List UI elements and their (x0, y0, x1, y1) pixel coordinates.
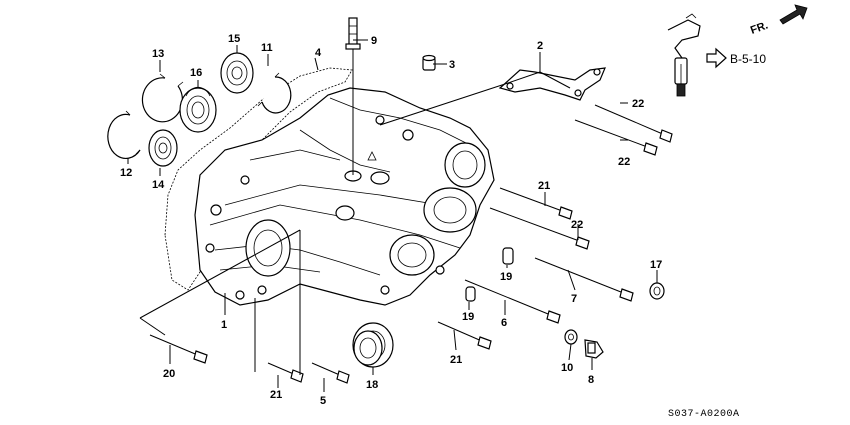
callout-20: 21 (270, 389, 282, 401)
transmission-housing (194, 87, 495, 306)
bolt-22-upper (594, 104, 673, 143)
callout-labels: 9 3 4 2 15 11 13 16 12 14 22 22 21 22 17… (120, 33, 662, 407)
front-marker-label: FR. (749, 19, 770, 36)
callout-18: 18 (366, 379, 378, 391)
dowel-19-lower (465, 286, 476, 302)
callout-10: 10 (561, 362, 573, 374)
callout-17: 17 (650, 259, 662, 271)
leader-lines (127, 39, 658, 392)
bolt-5 (311, 362, 350, 384)
breather-9 (345, 17, 361, 175)
bolt-21-bottom (437, 321, 492, 350)
callout-9: 9 (371, 35, 377, 47)
bolt-22-right (489, 207, 590, 250)
callout-22-middle: 22 (618, 156, 630, 168)
reference-label: B-5-10 (730, 52, 766, 66)
snap-ring-12 (107, 110, 141, 159)
callout-6: 6 (501, 317, 507, 329)
bolt-21-right (499, 187, 573, 220)
callout-7: 7 (571, 293, 577, 305)
snap-ring-13 (141, 73, 184, 123)
callout-8: 8 (588, 374, 594, 386)
callout-21-right: 21 (538, 180, 550, 192)
bolt-7 (534, 257, 634, 302)
bearing-14 (148, 129, 178, 167)
callout-19-upper: 19 (500, 271, 512, 283)
bolt-22-middle (574, 119, 658, 156)
harness-clip-inset (667, 13, 701, 97)
bolt-21-left (149, 334, 208, 364)
dowel-19-upper (502, 247, 514, 265)
reference-arrow-icon (706, 47, 727, 69)
plug-8 (584, 339, 604, 359)
diagram-code: S037-A0200A (668, 409, 740, 420)
bearing-15 (220, 52, 254, 94)
callout-21-bottom: 21 (450, 354, 462, 366)
callout-16: 16 (190, 67, 202, 79)
callout-19-lower: 19 (462, 311, 474, 323)
oil-seal-18 (352, 322, 394, 368)
washer-17 (649, 282, 665, 300)
callout-5: 5 (320, 395, 326, 407)
bolt-6 (464, 279, 561, 324)
callout-14: 14 (152, 179, 165, 191)
callout-2: 2 (537, 40, 543, 52)
callout-22-right: 22 (571, 219, 583, 231)
washer-10 (564, 329, 578, 345)
snap-ring-11 (257, 72, 292, 114)
callout-12: 12 (120, 167, 132, 179)
callout-11: 11 (261, 42, 273, 54)
callout-1: 1 (221, 319, 227, 331)
bolt-20 (267, 362, 304, 383)
callout-3: 3 (449, 59, 455, 71)
bracket-2 (498, 67, 606, 101)
front-direction-icon (779, 4, 808, 25)
callout-4: 4 (315, 47, 322, 59)
callout-15: 15 (228, 33, 240, 45)
plug-3 (422, 54, 436, 71)
callout-13: 13 (152, 48, 164, 60)
callout-22-upper: 22 (632, 98, 644, 110)
bearing-16 (179, 86, 217, 133)
callout-21-left: 20 (163, 368, 175, 380)
